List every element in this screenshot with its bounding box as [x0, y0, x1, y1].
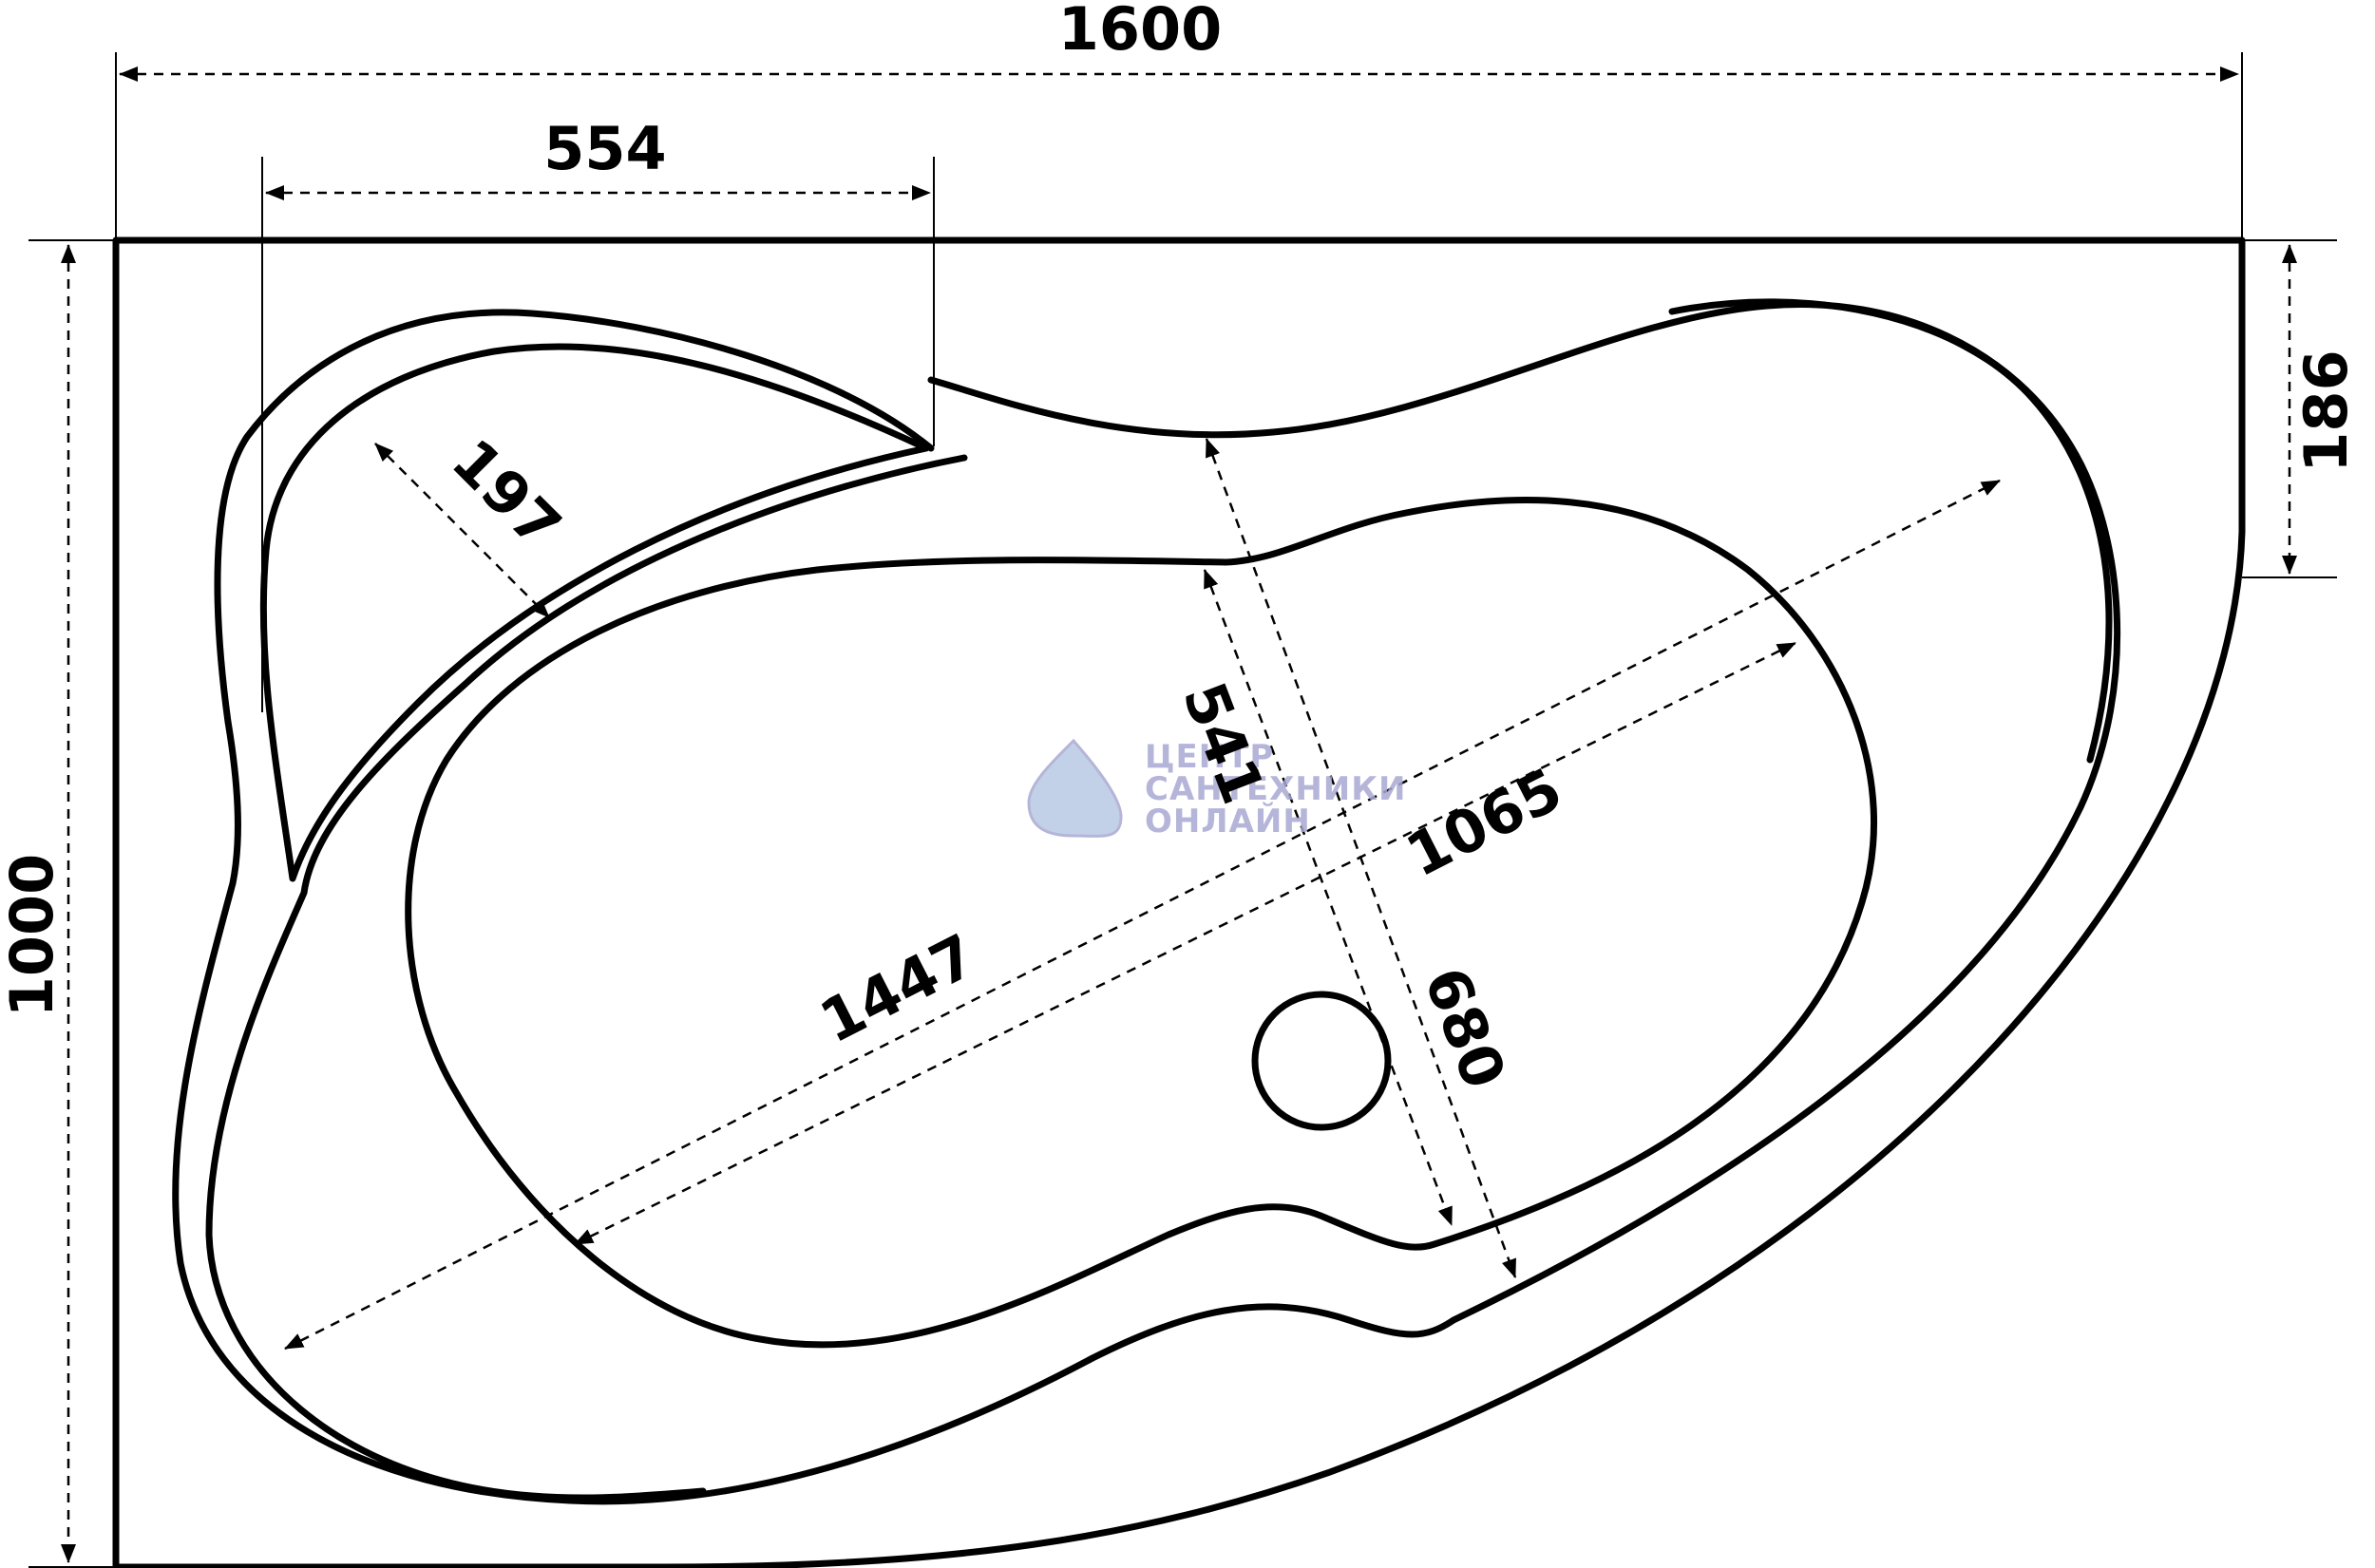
dimension-lines	[61, 66, 2297, 1563]
right-rim	[1668, 298, 2113, 764]
tub-frame-outline	[112, 236, 2246, 1568]
label-total-width: 1600	[1058, 0, 1223, 64]
label-total-height: 1000	[0, 854, 66, 1018]
watermark: ЦЕНТР САНТЕХНИКИ ОНЛАЙН	[1027, 738, 1407, 841]
watermark-line-2: САНТЕХНИКИ	[1145, 770, 1407, 808]
watermark-line-1: ЦЕНТР	[1145, 738, 1274, 776]
label-seat-depth: 197	[439, 425, 575, 561]
drain-circle	[1251, 991, 1392, 1131]
dimension-labels: 1600 554 1000 186 197 1447 1065 541 680	[0, 0, 2361, 1098]
label-bowl-length: 1065	[1396, 754, 1573, 890]
extension-lines	[28, 52, 2337, 1568]
label-inner-length: 1447	[809, 920, 987, 1056]
watermark-drop-icon	[1027, 738, 1123, 838]
watermark-line-3: ОНЛАЙН	[1145, 802, 1311, 841]
label-corner-offset: 186	[2291, 349, 2361, 472]
headrest-line	[259, 343, 930, 882]
label-seat-width: 554	[543, 114, 666, 183]
label-outer-width: 680	[1411, 958, 1520, 1098]
